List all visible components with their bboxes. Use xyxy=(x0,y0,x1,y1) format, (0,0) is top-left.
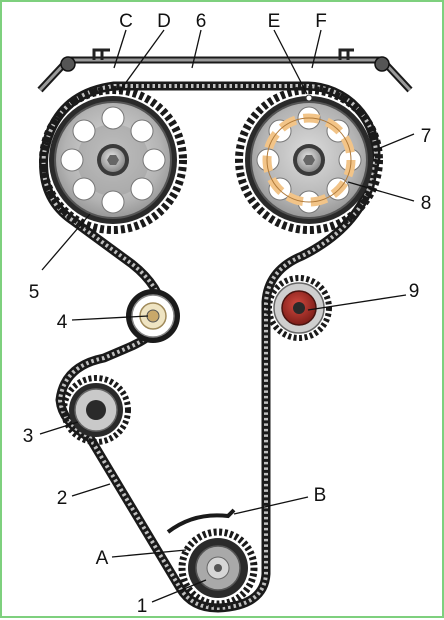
rail-bracket-left xyxy=(92,48,110,60)
label-D: D xyxy=(157,11,171,32)
rail-bracket-right xyxy=(338,48,354,60)
crank-timing-pointer xyxy=(166,508,236,534)
rail-pivot-left xyxy=(60,56,76,72)
water-pump-pulley xyxy=(61,375,131,445)
label-8: 8 xyxy=(421,193,432,214)
label-6: 6 xyxy=(196,11,207,32)
label-B: B xyxy=(314,485,327,506)
right-camshaft-sprocket xyxy=(235,86,383,234)
crankshaft-sprocket xyxy=(178,528,258,608)
left-camshaft-sprocket xyxy=(39,86,187,234)
leader-lines xyxy=(39,29,415,603)
label-4: 4 xyxy=(57,312,68,333)
label-1: 1 xyxy=(137,596,148,617)
label-5: 5 xyxy=(29,282,40,303)
label-C: C xyxy=(119,11,133,32)
label-F: F xyxy=(315,11,327,32)
timing-cover-rail xyxy=(37,48,413,93)
label-9: 9 xyxy=(409,281,420,302)
label-3: 3 xyxy=(23,426,34,447)
rail-pivot-right xyxy=(374,56,390,72)
label-2: 2 xyxy=(57,488,68,509)
idler-pulley xyxy=(126,289,180,343)
label-E: E xyxy=(268,11,281,32)
label-A: A xyxy=(96,548,109,569)
callout-labels: C D 6 E F 7 8 5 4 9 3 2 B A 1 xyxy=(23,11,432,617)
label-7: 7 xyxy=(421,126,432,147)
timing-mark-dot xyxy=(305,94,313,102)
